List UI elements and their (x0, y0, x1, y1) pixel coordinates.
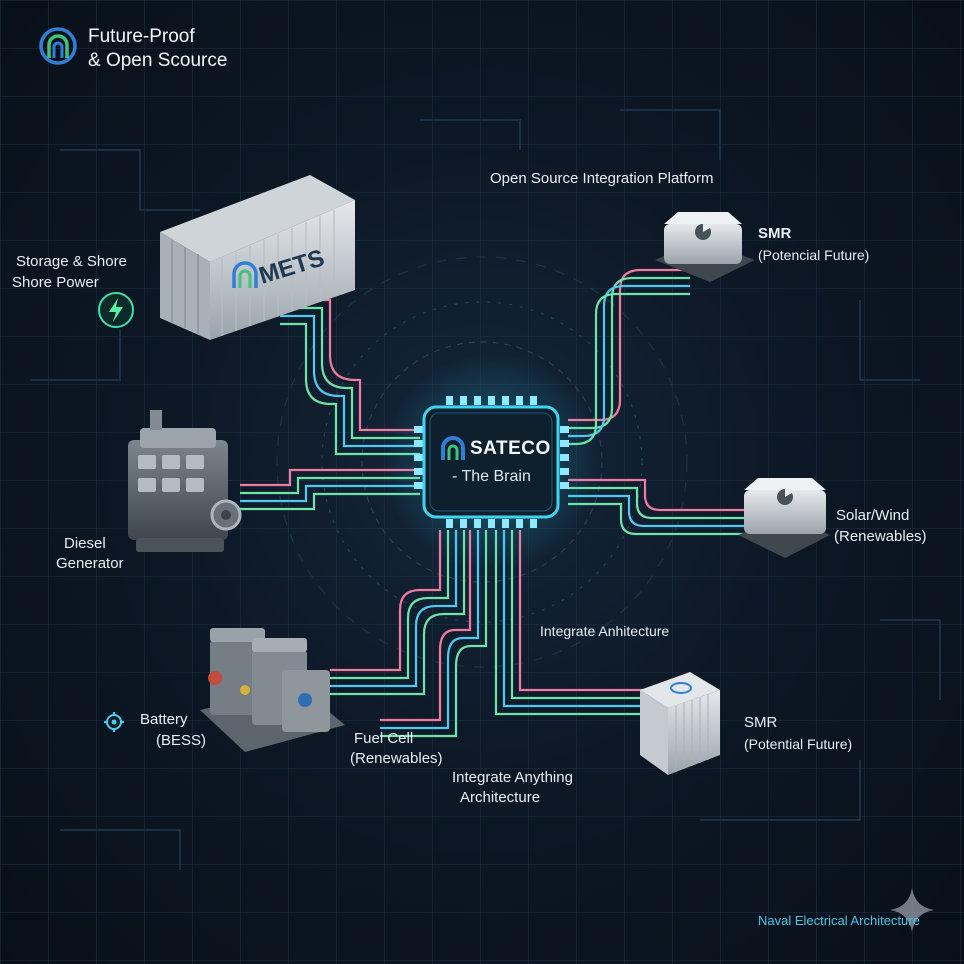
chip-pins (414, 396, 569, 528)
wires-solar-wind (568, 478, 745, 536)
background-circuit-traces (30, 109, 941, 870)
diesel-label-line-2: Generator (56, 555, 124, 572)
battery-fuel-cell-image (200, 628, 345, 752)
diesel-generator-image (128, 410, 242, 552)
fuel-cell-label-line-2: (Renewables) (350, 750, 443, 767)
brand-line-2: & Open Scource (88, 50, 228, 71)
brand-logo-icon (39, 27, 77, 65)
smr-bottom-label-line-2: (Potential Future) (744, 736, 853, 752)
battery-label-line-2: (BESS) (156, 732, 207, 749)
sateco-hub-chip (382, 352, 602, 572)
integrate-anything-line-1: Integrate Anything (452, 769, 573, 786)
storage-label-line-2: Shore Power (12, 274, 99, 291)
integrate-architecture-annotation: Integrate Anhitecture (540, 623, 670, 639)
headline: Open Source Integration Platform (490, 170, 714, 187)
mets-container: METS (160, 175, 355, 340)
gear-icon (104, 712, 124, 732)
radiation-icon (777, 488, 793, 505)
smr-bottom-label-line-1: SMR (744, 714, 778, 731)
solar-wind-label-line-2: (Renewables) (834, 528, 927, 545)
storage-label-line-1: Storage & Shore (16, 253, 127, 270)
sparkle-icon (890, 888, 934, 932)
battery-label-line-1: Battery (140, 711, 188, 728)
smr-top-label-line-1: SMR (758, 225, 792, 242)
wires-diesel (240, 468, 420, 511)
solar-wind-label-line-1: Solar/Wind (836, 507, 910, 524)
smr-top-label-line-2: (Potencial Future) (758, 247, 870, 263)
brand-line-1: Future-Proof (88, 26, 195, 47)
mets-logo-icon (232, 261, 258, 288)
sateco-logo-icon (441, 436, 465, 460)
wires-storage (280, 298, 420, 456)
wires-fuel-cell (380, 530, 488, 738)
radiation-icon (695, 223, 711, 240)
wire-bundles (240, 268, 745, 738)
fuel-cell-label-line-1: Fuel Cell (354, 730, 414, 747)
lightning-icon (98, 292, 134, 328)
hub-title: SATECO (470, 438, 551, 459)
footer-caption: Naval Electrical Architecture (758, 913, 920, 928)
diesel-label-line-1: Diesel (64, 535, 106, 552)
smr-top-module-image (655, 212, 755, 282)
smr-bottom-module-image (640, 672, 720, 775)
wires-battery (330, 530, 466, 696)
wires-smr-bottom (494, 530, 650, 716)
hub-subtitle: - The Brain (452, 468, 531, 485)
solar-wind-module-image (738, 478, 830, 558)
integrate-anything-line-2: Architecture (460, 789, 541, 806)
